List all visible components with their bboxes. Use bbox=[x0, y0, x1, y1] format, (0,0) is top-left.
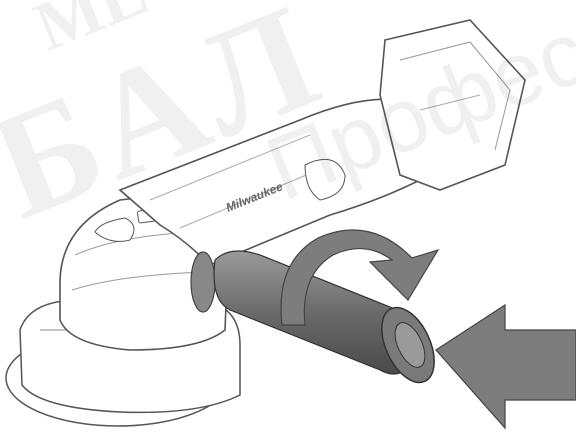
push-arrow-icon bbox=[435, 303, 576, 430]
side-handle bbox=[190, 250, 435, 384]
motor-body: Milwaukee bbox=[118, 98, 421, 266]
rotate-arrow-icon bbox=[280, 229, 440, 326]
battery-pack bbox=[379, 19, 526, 191]
